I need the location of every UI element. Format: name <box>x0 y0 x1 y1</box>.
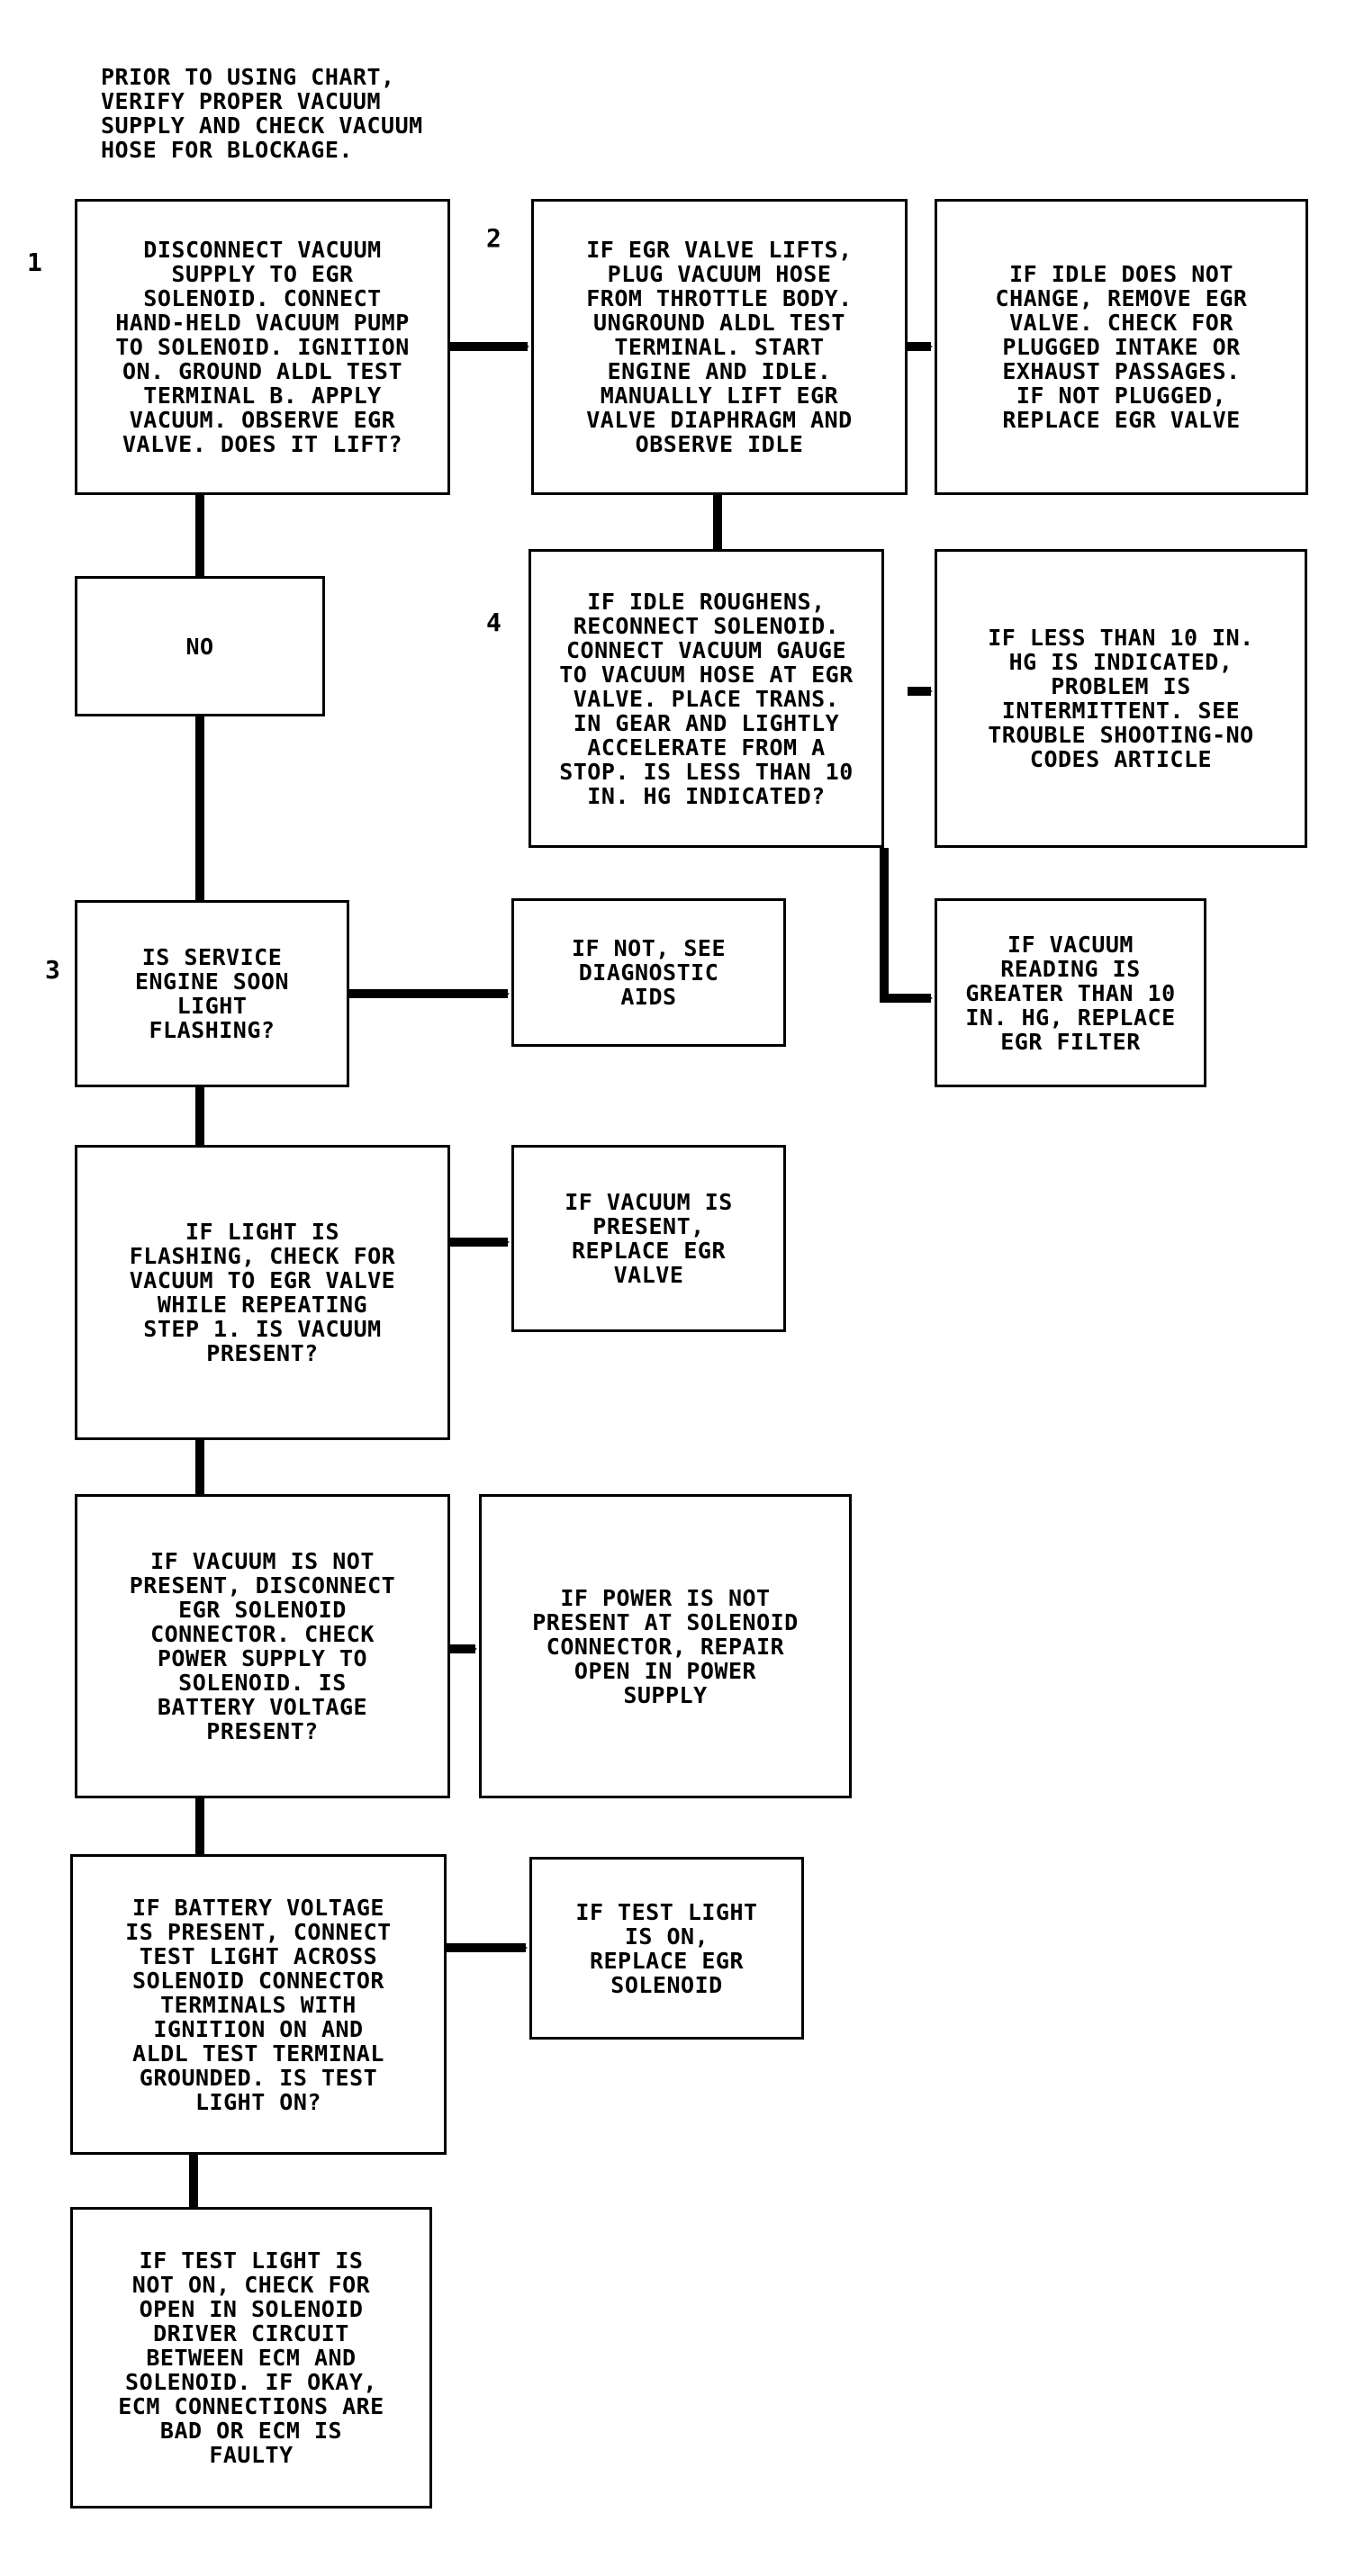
step-3-label: 3 <box>45 955 60 985</box>
connector-4-to-8 <box>880 848 933 1003</box>
intro-note: PRIOR TO USING CHART, VERIFY PROPER VACU… <box>101 64 423 163</box>
step-4-box: IF IDLE ROUGHENS, RECONNECT SOLENOID. CO… <box>528 549 884 848</box>
replace-solenoid-box: IF TEST LIGHT IS ON, REPLACE EGR SOLENOI… <box>529 1857 804 2040</box>
power-not-present-box: IF POWER IS NOT PRESENT AT SOLENOID CONN… <box>479 1494 852 1798</box>
vacuum-not-present-box: IF VACUUM IS NOT PRESENT, DISCONNECT EGR… <box>75 1494 450 1798</box>
idle-no-change-box: IF IDLE DOES NOT CHANGE, REMOVE EGR VALV… <box>935 199 1308 495</box>
diagnostic-aids-box: IF NOT, SEE DIAGNOSTIC AIDS <box>511 898 786 1047</box>
step-2-label: 2 <box>486 223 501 253</box>
egr-filter-box: IF VACUUM READING IS GREATER THAN 10 IN.… <box>935 898 1206 1087</box>
no-box: NO <box>75 576 325 716</box>
intermittent-box: IF LESS THAN 10 IN. HG IS INDICATED, PRO… <box>935 549 1307 848</box>
step-4-label: 4 <box>486 608 501 637</box>
step-1-label: 1 <box>27 248 42 277</box>
light-flashing-box: IF LIGHT IS FLASHING, CHECK FOR VACUUM T… <box>75 1145 450 1440</box>
ecm-faulty-box: IF TEST LIGHT IS NOT ON, CHECK FOR OPEN … <box>70 2207 432 2508</box>
replace-egr-valve-box: IF VACUUM IS PRESENT, REPLACE EGR VALVE <box>511 1145 786 1332</box>
step-1-box: DISCONNECT VACUUM SUPPLY TO EGR SOLENOID… <box>75 199 450 495</box>
step-2-box: IF EGR VALVE LIFTS, PLUG VACUUM HOSE FRO… <box>531 199 908 495</box>
step-3-box: IS SERVICE ENGINE SOON LIGHT FLASHING? <box>75 900 349 1087</box>
battery-voltage-box: IF BATTERY VOLTAGE IS PRESENT, CONNECT T… <box>70 1854 447 2155</box>
